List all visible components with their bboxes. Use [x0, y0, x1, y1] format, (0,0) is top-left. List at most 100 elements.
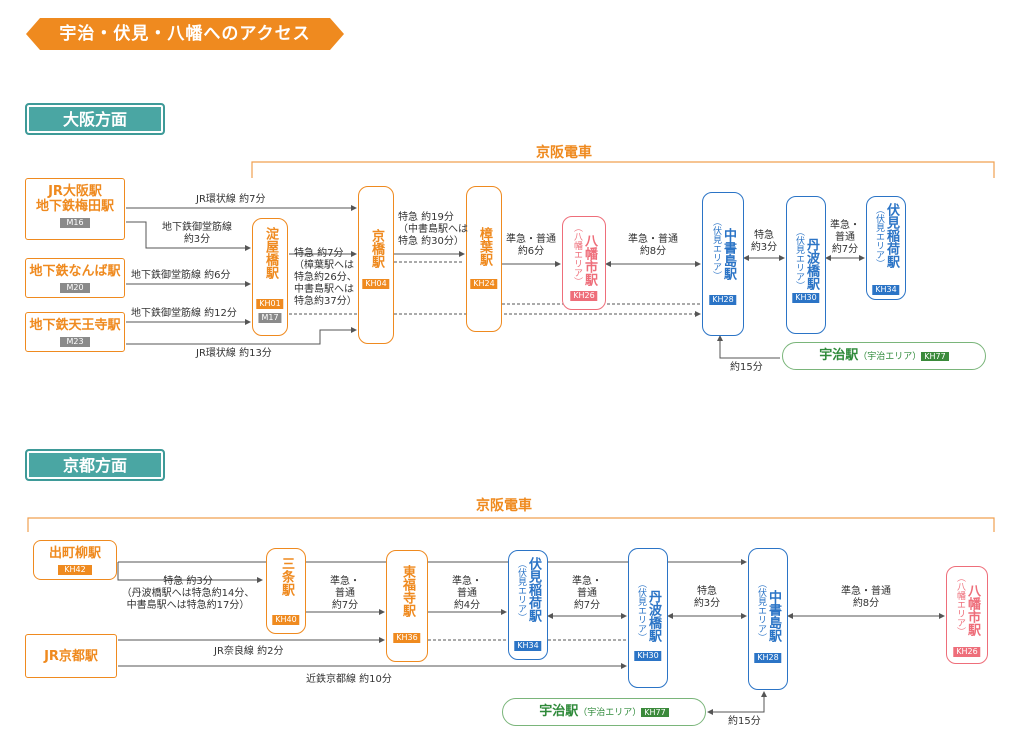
label-kintetsu-10: 近鉄京都線 約10分: [306, 674, 392, 685]
station-yawatashi-kyoto-sub: （八幡エリア）: [955, 573, 965, 636]
banner-shape: [26, 18, 344, 50]
origin-tennoji[interactable]: 地下鉄天王寺駅 M23: [25, 312, 125, 352]
station-chushojima-osaka[interactable]: （伏見エリア）中書島駅 KH28: [702, 192, 744, 336]
station-uji-kyoto-area: （宇治エリア）: [578, 708, 642, 718]
station-tambabashi-kyoto[interactable]: （伏見エリア）丹波橋駅 KH30: [628, 548, 668, 688]
label-kyoto-b: 準急・普通約4分: [452, 576, 482, 611]
page-banner: 宇治・伏見・八幡へのアクセス: [26, 18, 344, 50]
station-kyobashi-code: KH04: [362, 279, 390, 289]
station-kuzuha-code: KH24: [470, 279, 498, 289]
origin-jr-kyoto-name: JR京都駅: [44, 649, 98, 664]
station-yodoyabashi-code2: M17: [258, 313, 282, 323]
kyoto-railway-label: 京阪電車: [476, 498, 532, 514]
station-uji-osaka-area: （宇治エリア）: [858, 352, 922, 362]
station-fushimiinari-kyoto[interactable]: （伏見エリア）伏見稲荷駅 KH34: [508, 550, 548, 660]
banner-title: 宇治・伏見・八幡へのアクセス: [59, 24, 311, 44]
station-kyobashi-name: 京橋駅: [369, 229, 384, 268]
station-tambabashi-kyoto-code: KH30: [634, 651, 662, 661]
label-kyoto-d: 特急約3分: [693, 586, 721, 609]
label-15min-osaka: 約15分: [730, 362, 763, 373]
station-chushojima-kyoto[interactable]: （伏見エリア）中書島駅 KH28: [748, 548, 788, 690]
station-uji-kyoto[interactable]: 宇治駅（宇治エリア）KH77: [502, 698, 706, 726]
label-kyoto-a: 準急・普通約7分: [330, 576, 360, 611]
station-fushimiinari-osaka[interactable]: （伏見エリア）伏見稲荷駅 KH34: [866, 196, 906, 300]
station-uji-osaka-code: KH77: [921, 352, 949, 361]
label-tokkyu-7: 特急 約7分 （樟葉駅へは 特急約26分、 中書島駅へは 特急約37分）: [294, 248, 357, 307]
station-fushimiinari-osaka-name: 伏見稲荷駅: [884, 203, 899, 268]
station-fushimiinari-osaka-sub: （伏見エリア）: [874, 205, 884, 268]
label-midosuji-6: 地下鉄御堂筋線 約6分: [131, 270, 231, 281]
station-tambabashi-osaka-name: 丹波橋駅: [804, 238, 819, 290]
station-tambabashi-osaka-code: KH30: [792, 293, 820, 303]
station-chushojima-kyoto-name: 中書島駅: [766, 590, 781, 642]
label-jr-loop-7: JR環状線 約7分: [196, 194, 266, 205]
station-tofukuji[interactable]: 東福寺駅 KH36: [386, 550, 428, 662]
label-junkyu-6: 準急・普通約6分: [506, 234, 556, 257]
station-yodoyabashi-code: KH01: [256, 299, 284, 309]
origin-tennoji-code: M23: [60, 337, 90, 347]
label-junkyu-8: 準急・普通約8分: [628, 234, 678, 257]
station-uji-osaka-name: 宇治駅: [819, 348, 859, 363]
station-tambabashi-osaka[interactable]: （伏見エリア）丹波橋駅 KH30: [786, 196, 826, 334]
station-uji-osaka[interactable]: 宇治駅（宇治エリア）KH77: [782, 342, 986, 370]
station-yawatashi-osaka-sub: （八幡エリア）: [572, 223, 582, 286]
section-title-osaka: 大阪方面: [25, 103, 165, 135]
station-sanjo-code: KH40: [272, 615, 300, 625]
station-kyobashi[interactable]: 京橋駅 KH04: [358, 186, 394, 344]
kyoto-railway-bracket: [27, 517, 995, 532]
origin-namba-code: M20: [60, 283, 90, 293]
label-kyoto-e: 準急・普通約8分: [841, 586, 891, 609]
station-tofukuji-name: 東福寺駅: [400, 565, 415, 617]
origin-namba[interactable]: 地下鉄なんば駅 M20: [25, 258, 125, 298]
station-sanjo-name: 三条駅: [279, 557, 294, 596]
origin-tennoji-name: 地下鉄天王寺駅: [29, 318, 121, 333]
station-kuzuha[interactable]: 樟葉駅 KH24: [466, 186, 502, 332]
label-jr-nara-2: JR奈良線 約2分: [214, 646, 284, 657]
station-yawatashi-osaka-code: KH26: [570, 291, 598, 301]
origin-umeda-line2: 地下鉄梅田駅: [35, 199, 114, 214]
station-tambabashi-osaka-sub: （伏見エリア）: [794, 227, 804, 290]
station-yawatashi-kyoto[interactable]: （八幡エリア）八幡市駅 KH26: [946, 566, 988, 664]
station-fushimiinari-kyoto-name: 伏見稲荷駅: [526, 557, 541, 622]
station-chushojima-kyoto-code: KH28: [754, 653, 782, 663]
station-yodoyabashi-name: 淀屋橋駅: [263, 227, 278, 279]
station-yawatashi-osaka-name: 八幡市駅: [582, 234, 597, 286]
station-sanjo[interactable]: 三条駅 KH40: [266, 548, 306, 634]
origin-jr-kyoto[interactable]: JR京都駅: [25, 634, 117, 678]
origin-umeda[interactable]: JR大阪駅 地下鉄梅田駅 M16: [25, 178, 125, 240]
label-tokkyu-19: 特急 約19分 （中書島駅へは 特急 約30分）: [398, 212, 468, 247]
origin-demachiyanagi-name: 出町柳駅: [48, 546, 101, 561]
station-fushimiinari-osaka-code: KH34: [872, 285, 900, 295]
section-title-kyoto: 京都方面: [25, 449, 165, 481]
origin-demachiyanagi-code: KH42: [58, 565, 92, 575]
label-junkyu-7-osaka: 準急・普通約7分: [830, 220, 860, 255]
origin-umeda-line1: JR大阪駅: [48, 184, 102, 199]
origin-namba-name: 地下鉄なんば駅: [29, 264, 121, 279]
station-yawatashi-osaka[interactable]: （八幡エリア）八幡市駅 KH26: [562, 216, 606, 310]
label-tokkyu-3-kyoto: 特急 約3分 （丹波橋駅へは特急約14分、 中書島駅へは特急約17分）: [121, 576, 255, 611]
station-tofukuji-code: KH36: [393, 633, 421, 643]
station-yawatashi-kyoto-code: KH26: [953, 647, 981, 657]
label-15min-kyoto: 約15分: [728, 716, 761, 727]
station-yodoyabashi[interactable]: 淀屋橋駅 KH01 M17: [252, 218, 288, 336]
station-fushimiinari-kyoto-sub: （伏見エリア）: [516, 559, 526, 622]
origin-demachiyanagi[interactable]: 出町柳駅 KH42: [33, 540, 117, 580]
label-midosuji-3: 地下鉄御堂筋線約3分: [162, 222, 232, 245]
station-chushojima-osaka-name: 中書島駅: [721, 228, 736, 280]
label-tokkyu-3-osaka: 特急約3分: [750, 230, 778, 253]
station-uji-kyoto-code: KH77: [641, 708, 669, 717]
label-jr-loop-13: JR環状線 約13分: [196, 348, 272, 359]
station-fushimiinari-kyoto-code: KH34: [514, 641, 542, 651]
station-yawatashi-kyoto-name: 八幡市駅: [965, 584, 980, 636]
label-kyoto-c: 準急・普通約7分: [572, 576, 602, 611]
station-kuzuha-name: 樟葉駅: [477, 227, 492, 266]
origin-umeda-code: M16: [60, 218, 90, 228]
station-chushojima-osaka-code: KH28: [709, 295, 737, 305]
station-chushojima-osaka-sub: （伏見エリア）: [711, 217, 721, 280]
osaka-railway-label: 京阪電車: [536, 145, 592, 161]
station-uji-kyoto-name: 宇治駅: [539, 704, 579, 719]
station-tambabashi-kyoto-name: 丹波橋駅: [646, 590, 661, 642]
station-chushojima-kyoto-sub: （伏見エリア）: [756, 579, 766, 642]
label-midosuji-12: 地下鉄御堂筋線 約12分: [131, 308, 237, 319]
